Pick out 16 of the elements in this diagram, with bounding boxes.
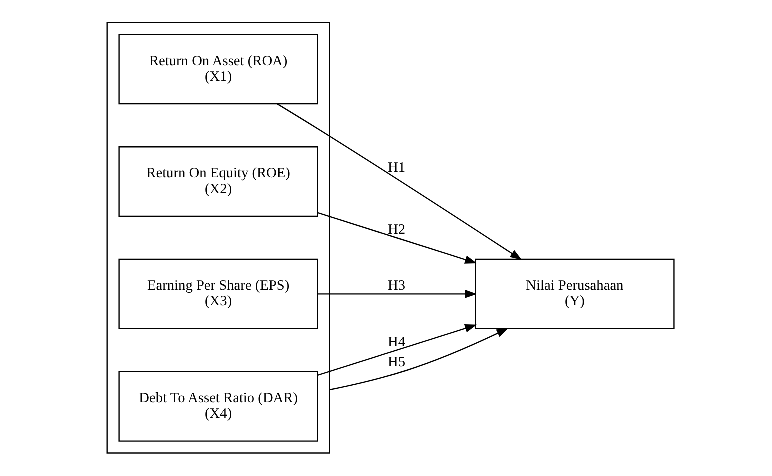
arrow [318,212,478,264]
node-box: Earning Per Share (EPS) (X3) [118,258,318,330]
arrow [318,290,478,298]
node-box: Return On Asset (ROA) (X1) [118,34,318,105]
edge-label: H4 [388,334,406,350]
arrow [330,328,509,391]
arrow [318,324,478,376]
cluster [106,22,330,454]
edge-label: H2 [388,222,406,238]
edge-label: H3 [388,278,406,294]
arrow [277,104,522,260]
edge-label: H1 [388,160,406,176]
node-box: Nilai Perusahaan (Y) [475,258,675,330]
node-box: Return On Equity (ROE) (X2) [118,146,318,218]
edge-label: H5 [388,354,406,371]
node-box: Debt To Asset Ratio (DAR) (X4) [118,371,318,442]
